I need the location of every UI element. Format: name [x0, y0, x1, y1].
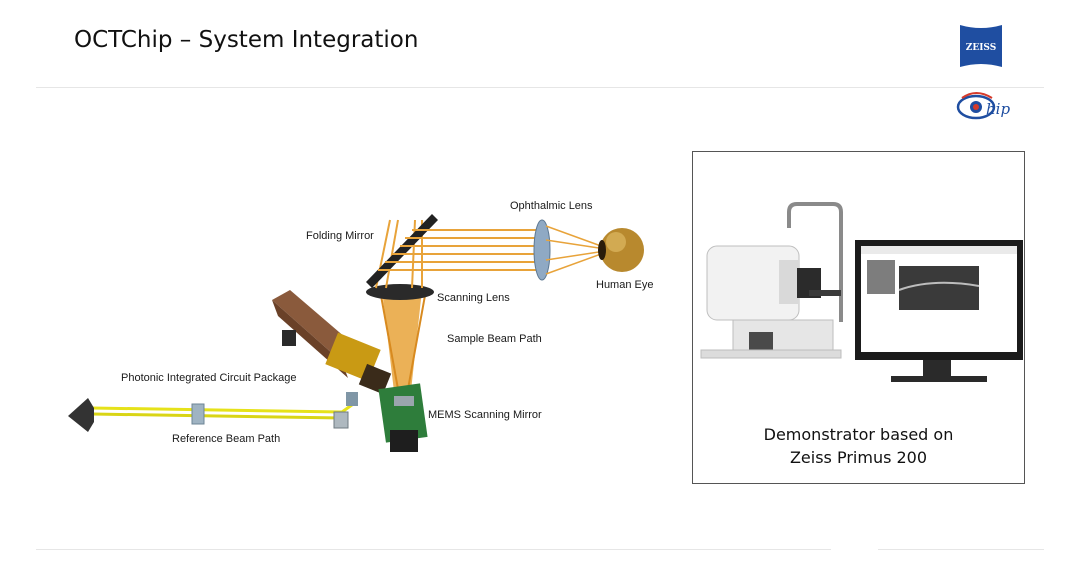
- header-divider: [36, 87, 1044, 88]
- footer-divider-left: [36, 549, 831, 550]
- label-photonic-package: Photonic Integrated Circuit Package: [121, 372, 297, 384]
- demonstrator-caption-line2: Zeiss Primus 200: [693, 448, 1024, 467]
- label-scanning-lens: Scanning Lens: [437, 292, 510, 304]
- label-ophthalmic-lens: Ophthalmic Lens: [510, 200, 593, 212]
- human-eye: [598, 228, 644, 272]
- label-mems-mirror: MEMS Scanning Mirror: [428, 409, 542, 421]
- mems-board: [378, 383, 427, 452]
- folding-mirror: [366, 214, 438, 288]
- demonstrator-caption-line1: Demonstrator based on: [693, 425, 1024, 444]
- ophthalmic-lens: [534, 220, 550, 280]
- page-title: OCTChip – System Integration: [74, 27, 418, 53]
- retroreflector-prism: [68, 398, 94, 432]
- label-human-eye: Human Eye: [596, 279, 653, 291]
- label-reference-beam-path: Reference Beam Path: [172, 433, 280, 445]
- zeiss-logo: ZEISS: [960, 25, 1002, 67]
- label-folding-mirror: Folding Mirror: [306, 230, 374, 242]
- svg-text:ZEISS: ZEISS: [966, 43, 996, 53]
- footer-divider-right: [878, 549, 1044, 550]
- primus-200-device-image: [693, 182, 1024, 412]
- octchip-logo: hip: [956, 90, 1018, 124]
- reference-beam: [92, 402, 356, 428]
- svg-text:hip: hip: [986, 100, 1010, 118]
- demonstrator-panel: Demonstrator based on Zeiss Primus 200: [692, 151, 1025, 484]
- photonic-package: [272, 290, 391, 406]
- label-sample-beam-path: Sample Beam Path: [447, 333, 542, 345]
